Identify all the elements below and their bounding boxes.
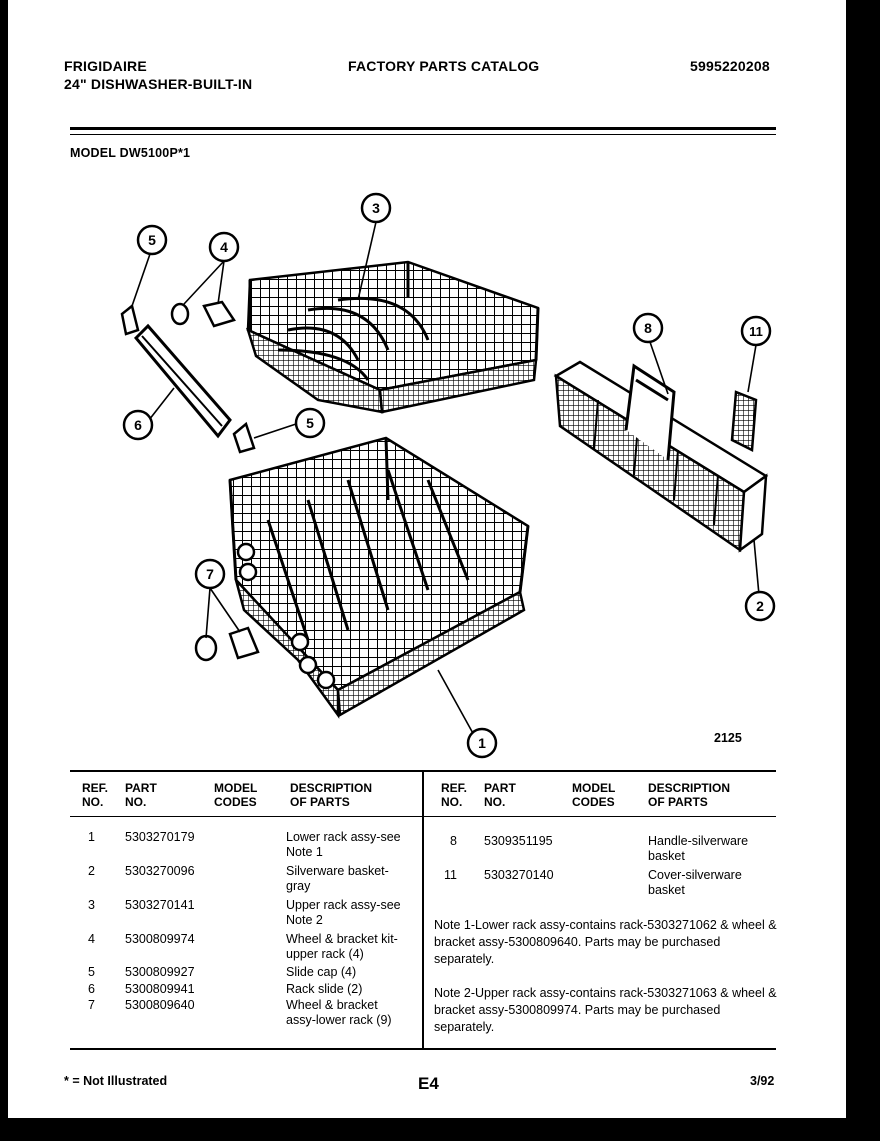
row-ref: 8 [450,834,457,848]
callout-11: 11 [740,315,772,347]
product-name: 24" DISHWASHER-BUILT-IN [64,76,253,92]
table-top-rule [70,770,776,772]
header-ref-left: REF. NO. [82,781,109,809]
row-ref: 7 [88,998,95,1012]
lower-rack [228,436,530,719]
header-model-left: MODEL CODES [214,781,258,809]
row-part: 5303270179 [125,830,195,844]
row-ref: 11 [444,868,457,882]
row-ref: 1 [88,830,95,844]
callout-4: 4 [208,231,240,263]
callout-7: 7 [194,558,226,590]
row-part: 5300809927 [125,965,195,979]
brand-name: FRIGIDAIRE [64,58,147,74]
catalog-number: 5995220208 [690,58,770,74]
note-1: Note 1-Lower rack assy-contains rack-530… [434,918,777,966]
callout-5-bottom: 5 [294,407,326,439]
callout-2-label: 2 [756,598,764,614]
row-desc: Cover-silverware basket [648,868,742,897]
upper-rack [245,260,540,414]
row-ref: 6 [88,982,95,996]
row-desc: Wheel & bracket kit- upper rack (4) [286,932,398,961]
row-desc: Upper rack assy-see Note 2 [286,898,401,927]
header-rule [70,127,776,130]
row-part: 5300809941 [125,982,195,996]
header-part-left: PART NO. [125,781,157,809]
callout-8-label: 8 [644,320,652,336]
revision-date: 3/92 [750,1074,775,1088]
callout-1: 1 [466,727,498,759]
figure-number: 2125 [714,731,742,745]
row-desc: Wheel & bracket assy-lower rack (9) [286,998,392,1027]
catalog-page: FRIGIDAIRE 24" DISHWASHER-BUILT-IN FACTO… [8,0,846,1118]
row-ref: 5 [88,965,95,979]
callout-4-label: 4 [220,239,228,255]
row-part: 5309351195 [484,834,553,848]
footer-legend: * = Not Illustrated [64,1074,168,1088]
leader-lines [131,221,761,747]
callout-3: 3 [360,192,392,224]
callout-3-label: 3 [372,200,380,216]
row-part: 5300809974 [125,932,195,946]
callout-6-label: 6 [134,417,142,433]
callout-8: 8 [632,312,664,344]
note-2: Note 2-Upper rack assy-contains rack-530… [434,986,777,1034]
row-desc: Silverware basket- gray [286,864,389,893]
callout-5-top-label: 5 [148,232,156,248]
row-ref: 2 [88,864,95,878]
model-line: MODEL DW5100P*1 [70,146,190,160]
row-ref: 3 [88,898,95,912]
header-rule-thin [70,134,776,135]
basket-cover [730,390,758,452]
page-number: E4 [418,1074,439,1093]
upper-wheel-kit [170,300,236,328]
lower-wheel-kit [194,626,260,662]
row-part: 5303270140 [484,868,554,882]
basket-handle [624,363,676,461]
callout-7-label: 7 [206,566,214,582]
row-ref: 4 [88,932,95,946]
row-part: 5303270141 [125,898,195,912]
header-ref-right: REF. NO. [441,781,468,809]
row-part: 5300809640 [125,998,195,1012]
header-model-right: MODEL CODES [572,781,616,809]
catalog-title: FACTORY PARTS CATALOG [348,58,540,74]
exploded-parts-diagram: 3 5 4 6 5 8 11 7 [120,192,776,759]
header-desc-left: DESCRIPTION OF PARTS [290,781,373,809]
header-desc-right: DESCRIPTION OF PARTS [648,781,731,809]
callout-5-top: 5 [136,224,168,256]
model-number: DW5100P*1 [119,146,191,160]
row-desc: Handle-silverware basket [648,834,749,863]
rack-slide [133,323,232,439]
callout-2: 2 [744,590,776,622]
table-divider [422,772,424,1048]
callout-1-label: 1 [478,735,486,751]
model-label: MODEL [70,146,116,160]
row-desc: Rack slide (2) [286,982,363,996]
row-desc: Slide cap (4) [286,965,357,979]
header-part-right: PART NO. [484,781,516,809]
callout-11-label: 11 [749,324,763,339]
row-part: 5303270096 [125,864,195,878]
row-desc: Lower rack assy-see Note 1 [286,830,401,859]
slide-cap-bottom [232,421,256,454]
callout-6: 6 [122,409,154,441]
callout-5-bottom-label: 5 [306,415,314,431]
table-bottom-rule [70,1048,776,1050]
slide-cap-top [120,303,140,336]
